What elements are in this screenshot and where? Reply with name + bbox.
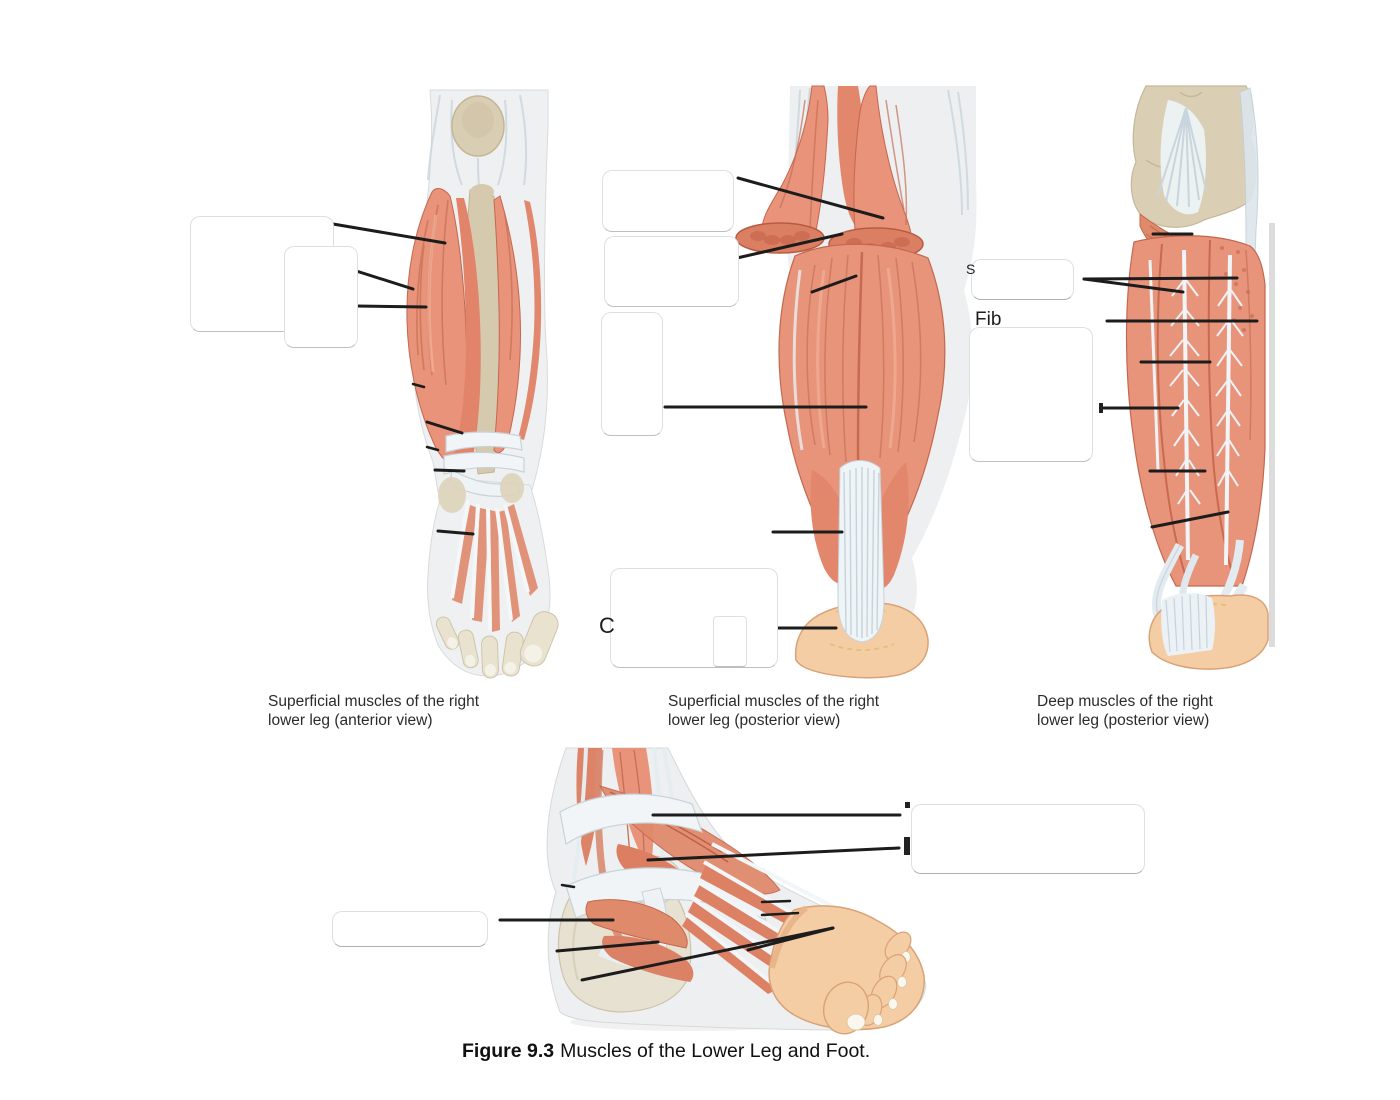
caption-line: Superficial muscles of the right [668, 693, 880, 710]
label-cover-box [604, 236, 739, 307]
panel-anterior-leg [406, 89, 559, 679]
label-cover-box [284, 246, 358, 348]
label-cover-box [332, 911, 488, 947]
label-fragment-c: C [599, 613, 615, 638]
label-cover-box [610, 568, 778, 668]
foot-extensor-tendons [450, 499, 530, 631]
figure-edge-artifact [1269, 223, 1275, 647]
caption-posterior-deep-view: Deep muscles of the right lower leg (pos… [1037, 692, 1213, 730]
figure-caption-text: Muscles of the Lower Leg and Foot. [560, 1040, 871, 1062]
cruciate-ligaments [1160, 100, 1206, 215]
label-fragment-s: S [966, 261, 976, 277]
fibularis-muscle [493, 195, 521, 454]
label-cover-box [969, 327, 1093, 462]
caption-anterior-view: Superficial muscles of the right lower l… [268, 692, 479, 730]
label-cover-box [911, 804, 1145, 874]
panel-posterior-deep [1125, 85, 1275, 670]
toes [435, 611, 559, 679]
caption-posterior-superficial-view: Superficial muscles of the right lower l… [668, 692, 879, 730]
caption-line: Superficial muscles of the right [268, 693, 480, 710]
panel-posterior-superficial [735, 85, 977, 679]
figure-caption-label: Figure 9.3 [462, 1040, 555, 1062]
foot-skin-and-toes [768, 905, 925, 1035]
label-fragment-fib: Fib [975, 309, 1002, 326]
caption-line: lower leg (anterior view) [268, 712, 433, 729]
caption-line: lower leg (posterior view) [668, 712, 841, 729]
knee-tendon-streaks [427, 94, 528, 196]
caption-line: lower leg (posterior view) [1037, 712, 1210, 729]
leader-lines [331, 176, 1259, 982]
label-cover-box [602, 170, 734, 232]
label-cover-box [601, 312, 663, 436]
panel-foot-lateral [546, 747, 927, 1035]
label-cover-box [971, 259, 1074, 300]
caption-line: Deep muscles of the right [1037, 693, 1213, 710]
foot-dorsum-muscles [452, 504, 538, 632]
label-cover-box [713, 616, 747, 667]
